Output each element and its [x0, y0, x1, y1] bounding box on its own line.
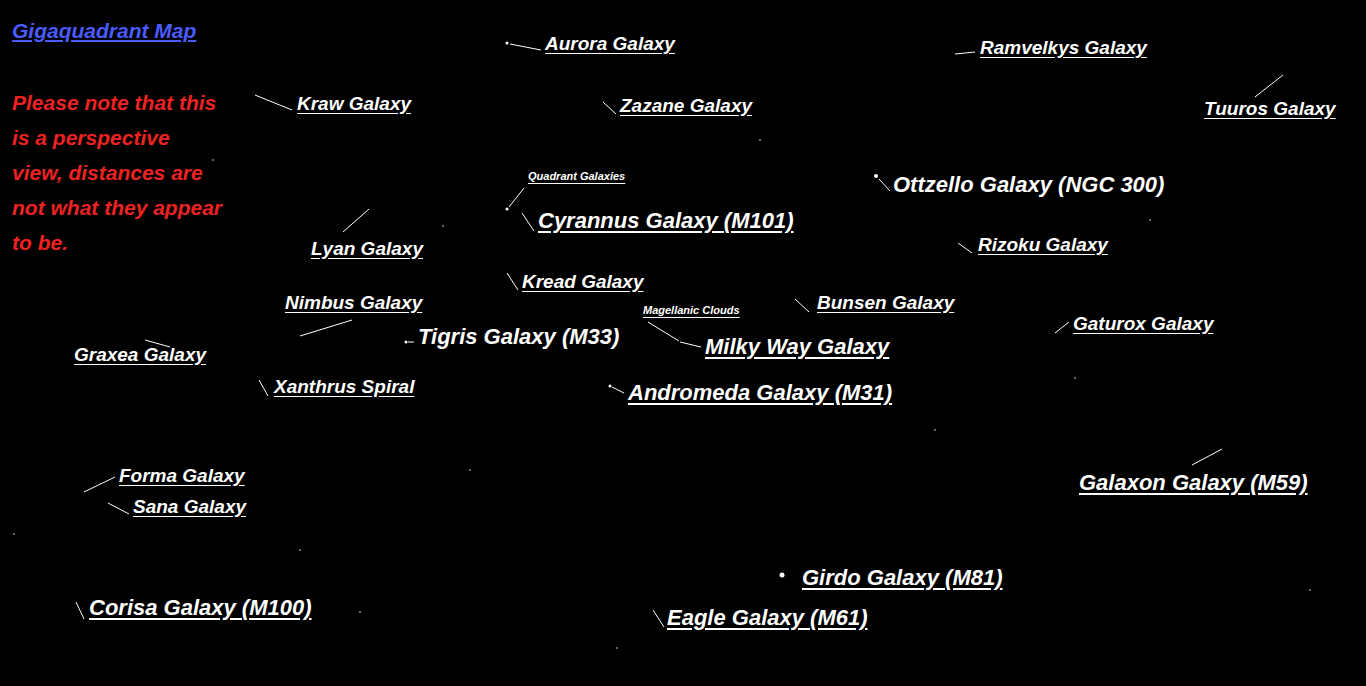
galaxy-label: Ottzello Galaxy (NGC 300)	[893, 172, 1164, 198]
galaxy-label: Corisa Galaxy (M100)	[89, 595, 312, 621]
galaxy-label: Aurora Galaxy	[545, 33, 675, 56]
galaxy-label: Graxea Galaxy	[74, 344, 206, 367]
leader-lines	[76, 44, 1283, 627]
galaxy-label: Eagle Galaxy (M61)	[667, 605, 868, 631]
galaxy-dots	[405, 42, 879, 578]
galaxy-label: Gaturox Galaxy	[1073, 313, 1213, 336]
galaxy-label: Zazane Galaxy	[620, 95, 752, 118]
galaxy-label: Tigris Galaxy (M33)	[418, 324, 619, 350]
galaxy-label: Xanthrus Spiral	[274, 376, 414, 399]
map-note: Please note that this is a perspective v…	[12, 85, 224, 260]
galaxy-label: Quadrant Galaxies	[528, 170, 625, 183]
galaxy-label: Rizoku Galaxy	[978, 234, 1108, 257]
map-title: Gigaquadrant Map	[12, 18, 196, 43]
galaxy-label: Ramvelkys Galaxy	[980, 37, 1147, 60]
galaxy-label: Magellanic Clouds	[643, 304, 740, 317]
galaxy-label: Girdo Galaxy (M81)	[802, 565, 1003, 591]
galaxy-label: Tuuros Galaxy	[1204, 98, 1336, 121]
galaxy-label: Kread Galaxy	[522, 271, 643, 294]
galaxy-label: Bunsen Galaxy	[817, 292, 954, 315]
galaxy-label: Kraw Galaxy	[297, 93, 411, 116]
galaxy-label: Cyrannus Galaxy (M101)	[538, 208, 794, 234]
galaxy-label: Sana Galaxy	[133, 496, 246, 519]
galaxy-label: Galaxon Galaxy (M59)	[1079, 470, 1308, 496]
galaxy-label: Andromeda Galaxy (M31)	[628, 380, 892, 406]
galaxy-label: Nimbus Galaxy	[285, 292, 422, 315]
galaxy-label: Lyan Galaxy	[311, 238, 423, 261]
galaxy-label: Milky Way Galaxy	[705, 334, 889, 360]
galaxy-label: Forma Galaxy	[119, 465, 245, 488]
